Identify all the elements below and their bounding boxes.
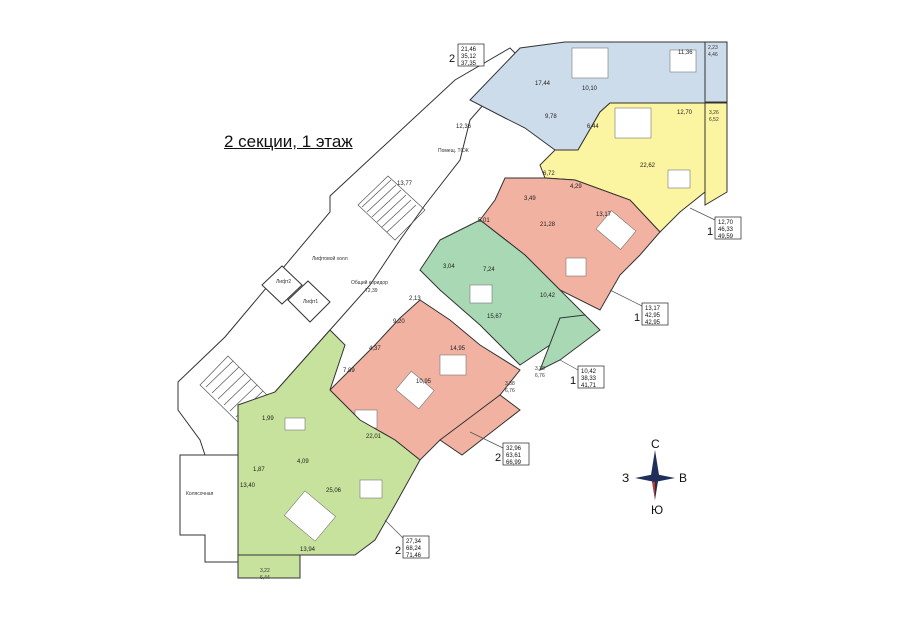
apartment-lime [237,329,421,579]
rooms-count: 1 [570,375,576,387]
room-area: 6,72 [543,171,555,177]
room-area: 25,06 [326,488,342,494]
area-total: 68,24 [406,546,422,552]
stroller-room [179,454,239,563]
room-area: 14,95 [450,346,466,352]
room-area: 13,40 [240,483,256,489]
room-area: 4,09 [297,459,309,465]
balcony-area-double: 6,76 [505,388,515,394]
room-area: 22,01 [366,434,382,440]
lift2-shaft [261,265,303,305]
area-living: 21,46 [461,47,477,53]
area-total: 35,12 [461,54,477,60]
room-area: 3,04 [443,264,455,270]
area-living: 32,96 [506,446,522,452]
area-living: 13,17 [645,306,661,312]
room-area: 6,44 [587,124,599,130]
room-area: 13,17 [596,212,612,218]
room-area: 10,42 [540,293,556,299]
room-area: 1,99 [262,416,274,422]
room-area: 21,28 [540,222,556,228]
balcony-area: 3,22 [260,568,270,574]
area-with-balcony: 71,46 [406,553,422,559]
area-with-balcony: 37,35 [461,61,477,67]
room-area: 7,24 [483,267,495,273]
apartment-summary-salmon-top: 1 13,17 42,95 42,95 [609,289,669,326]
balcony-area-double: 6,52 [709,117,719,123]
apartment-summary-green: 1 10,42 38,33 41,71 [559,359,605,389]
apartment-salmon-mid [329,299,521,461]
balcony-area: 3,38 [505,381,515,387]
area-living: 12,70 [718,220,734,226]
compass: С Ю З В [622,437,687,517]
room-area: 7,89 [343,368,355,374]
apartment-summary-salmon-mid: 2 32,96 63,61 66,99 [469,431,530,466]
compass-north: С [651,437,660,451]
area-total: 46,33 [718,227,734,233]
compass-west: З [622,471,629,485]
area-with-balcony: 66,99 [506,460,522,466]
stroller-room-label: Колясочная [186,491,214,497]
room-area: 1,87 [253,467,265,473]
room-area: 22,62 [640,163,656,169]
room-area: 10,95 [416,379,432,385]
corridor-label: Общий коридор [351,279,388,286]
room-area: 12,70 [677,110,693,116]
rooms-count: 2 [395,545,401,557]
area-living: 10,42 [581,369,597,375]
area-total: 42,95 [645,313,661,319]
apartment-blue [469,41,728,151]
compass-west-east-needle [635,474,675,482]
rooms-count: 2 [495,452,501,464]
tsj-room-label: Помещ. ТСЖ [438,148,469,154]
room-area: 15,67 [487,314,503,320]
apartment-summary-blue: 2 21,46 35,12 37,35 [449,43,485,67]
lift1-label: Лифт1 [303,299,318,305]
lift2-label: Лифт2 [276,279,291,285]
balcony-area: 3,26 [709,110,719,116]
area-total: 38,33 [581,376,597,382]
area-with-balcony: 42,95 [645,320,661,326]
balcony-area-double: 6,44 [260,575,270,581]
apartment-summary-yellow: 1 12,70 46,33 49,59 [689,207,742,240]
room-area: 13,94 [300,547,316,553]
room-area: 3,49 [524,196,536,202]
room-area: 17,44 [535,81,551,87]
rooms-count: 1 [634,312,640,324]
room-area: 5,01 [478,218,490,224]
area-with-balcony: 49,59 [718,234,734,240]
balcony-area-double: 4,46 [708,52,718,58]
page-title: 2 секции, 1 этаж [224,132,353,151]
room-area: 9,78 [545,114,557,120]
apartment-yellow [539,102,728,233]
room-area: 10,10 [582,86,598,92]
area-12-36: 12,36 [456,124,472,130]
rooms-count: 2 [449,53,455,65]
room-area: 4,29 [570,184,582,190]
area-13-77: 13,77 [397,181,413,187]
apartment-green [419,219,601,372]
balcony-area-double: 6,76 [535,373,545,379]
compass-south: Ю [651,503,663,517]
balcony-area: 3,38 [535,366,545,372]
room-area: 11,36 [678,50,693,56]
corridor-area: 72,39 [365,288,378,294]
room-area: 4,37 [369,346,381,352]
room-area: 2,13 [409,296,421,302]
compass-east: В [679,471,687,485]
area-living: 27,34 [406,539,422,545]
lift1-shaft [287,280,331,323]
area-with-balcony: 41,71 [581,383,597,389]
area-total: 63,61 [506,453,522,459]
balcony-area: 2,23 [708,45,718,51]
room-area: 9,20 [393,319,405,325]
rooms-count: 1 [707,226,713,238]
lift-hall-label: Лифтовой холл [312,255,348,262]
apartment-summary-lime: 2 27,34 68,24 71,46 [384,519,430,559]
